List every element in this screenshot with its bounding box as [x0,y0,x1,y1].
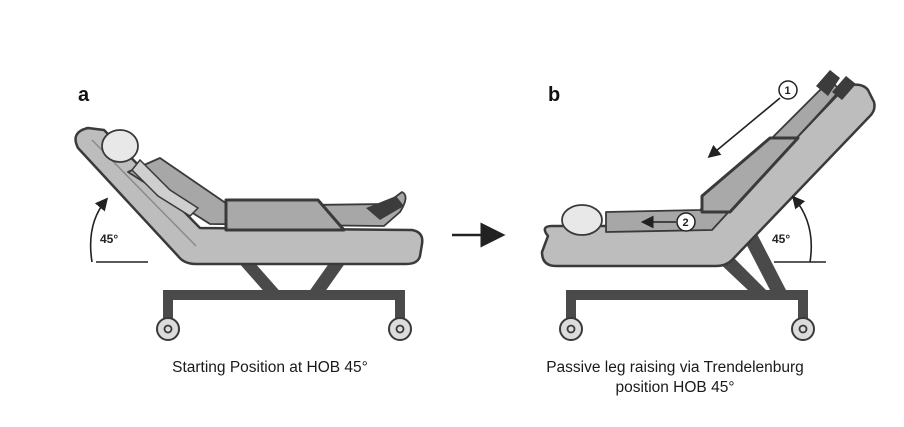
panel-a: 45° [74,126,424,341]
angle-label-b: 45° [772,232,790,246]
angle-label-a: 45° [100,232,118,246]
caption-b-line1: Passive leg raising via Trendelenburg [546,359,804,376]
angle-indicator-b: 45° [772,195,826,263]
marker-2-label: 2 [683,217,689,229]
panel-letter-a: a [78,84,90,106]
overlay-board-b [700,136,800,214]
overlay-board-a [224,198,346,232]
wheel-left-a [156,317,180,341]
patient-a [101,129,407,227]
marker-2-circle [676,212,696,232]
caption-b: Passive leg raising via Trendelenburg po… [500,358,850,398]
marker-1-label: 1 [785,85,791,97]
bed-frame-b [540,83,876,268]
wheel-left-b [559,317,583,341]
wheel-right-a [388,317,412,341]
angle-indicator-a: 45° [89,197,148,263]
bed-stand-a [163,262,405,324]
caption-a: Starting Position at HOB 45° [172,359,368,376]
motion-arrow-1: 1 [707,80,798,159]
panel-b: 1 2 45° [540,70,876,341]
motion-arrow-2: 2 [640,212,696,232]
marker-1-circle [778,80,798,100]
panel-letter-b: b [548,84,561,106]
caption-b-line2: position HOB 45° [615,379,735,396]
wheel-right-b [791,317,815,341]
